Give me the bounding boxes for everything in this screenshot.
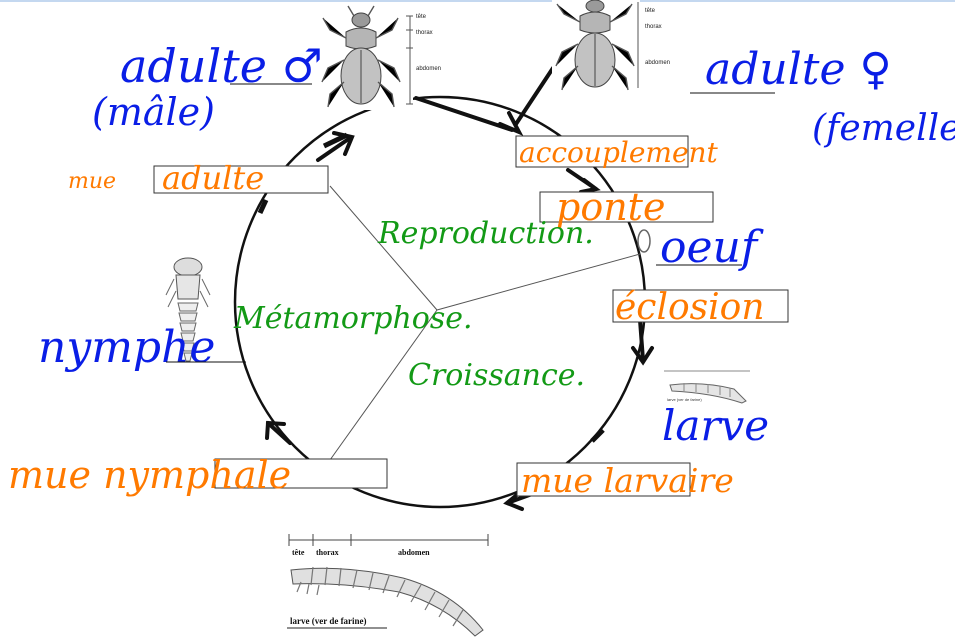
arrow-female-to-mating: [514, 66, 555, 126]
accouplement-label: accouplement: [519, 136, 719, 169]
cycle-tick-left: [257, 198, 269, 215]
box-eclosion: [612, 289, 789, 323]
box-mue-larvaire: [516, 462, 691, 497]
box-mue-nymphale: [214, 458, 388, 489]
arrow-to-larve: [638, 318, 645, 362]
arrowhead-ponte: [579, 178, 601, 194]
croissance-label: Croissance.: [408, 358, 585, 393]
male-label-thorax: thorax: [416, 30, 433, 36]
cycle-tick-right: [590, 428, 605, 443]
mue-adulte-label: adulte: [162, 159, 264, 197]
cycle-arrows: [265, 66, 654, 511]
mue-larvaire-label: mue larvaire: [521, 461, 734, 500]
box-ponte: [539, 191, 714, 223]
female-label-abdomen: abdomen: [645, 60, 670, 66]
small-larva-caption: larve (ver de farine): [667, 397, 702, 402]
arrow-male-to-mating: [414, 96, 514, 132]
larva-caption: larve (ver de farine): [290, 616, 367, 626]
adult-female-label: adulte ♀: [705, 44, 892, 95]
arrow-to-adult-male: [316, 136, 352, 162]
metamorphose-label: Métamorphose.: [233, 301, 473, 336]
beetle-icon: [318, 5, 413, 110]
arrowhead-larve: [631, 346, 654, 366]
larva-icon: [662, 367, 752, 407]
reproduction-label: Reproduction.: [377, 216, 594, 251]
arrowhead-adult-male: [332, 131, 355, 156]
larva-label-abdomen: abdomen: [398, 548, 430, 557]
male-label-tete: tête: [416, 14, 427, 20]
female-label-thorax: thorax: [645, 24, 662, 30]
larve-label: larve: [662, 401, 769, 450]
sector-line-bottom: [329, 309, 438, 461]
pupa-icon: [164, 255, 212, 365]
female-label-tete: tête: [645, 8, 656, 14]
beetle-icon: [552, 0, 640, 95]
larva-label-thorax: thorax: [316, 548, 339, 557]
box-mue-adulte: [153, 165, 329, 194]
arrow-to-nymphe: [266, 421, 292, 445]
egg-icon: [637, 229, 651, 253]
box-accouplement: [515, 135, 689, 168]
larva-icon: [283, 530, 493, 642]
ponte-label: ponte: [556, 185, 665, 229]
adult-male-label: adulte ♂: [120, 39, 323, 93]
mue-nymphale-label: mue nymphale: [8, 453, 291, 497]
sector-line-right: [436, 253, 641, 311]
sector-line-top: [329, 185, 438, 311]
arrowhead-nymphe: [265, 420, 286, 440]
male-label-abdomen: abdomen: [416, 66, 441, 72]
mue-adulte-prefix: mue: [68, 169, 116, 194]
nymphe-label: nymphe: [38, 322, 215, 373]
larva-label-tete: tête: [292, 548, 305, 557]
arrowhead-mating: [498, 111, 524, 137]
adult-female-paren: (femelle: [812, 108, 955, 149]
adult-male-paren: (mâle): [92, 90, 215, 134]
eclosion-label: éclosion: [615, 287, 765, 328]
